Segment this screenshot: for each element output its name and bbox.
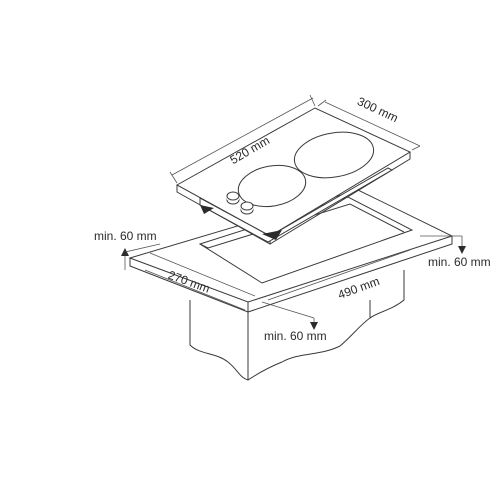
knob-left-icon xyxy=(226,191,240,205)
clearance-front-arrow-icon xyxy=(261,301,318,330)
clearance-right-arrow-icon xyxy=(420,235,466,254)
cabinet-body xyxy=(189,270,405,381)
clearance-left-arrow-icon xyxy=(121,243,161,270)
clearance-front-label: min. 60 mm xyxy=(264,329,327,343)
dimension-hob-depth xyxy=(317,99,421,151)
dimension-hob-width xyxy=(169,94,316,184)
cooking-zone-front xyxy=(237,164,307,208)
cooking-zone-rear xyxy=(293,131,375,179)
cutout-width-label: 490 mm xyxy=(336,274,382,302)
dimension-cutout-depth xyxy=(144,269,246,311)
control-knobs xyxy=(226,191,254,215)
knob-right-icon xyxy=(240,201,254,215)
clearance-right-label: min. 60 mm xyxy=(428,255,491,269)
cooking-zones xyxy=(237,131,375,208)
dimension-cutout-width xyxy=(267,249,411,301)
clearance-left-label: min. 60 mm xyxy=(94,229,157,243)
hob-depth-label: 300 mm xyxy=(355,94,400,125)
